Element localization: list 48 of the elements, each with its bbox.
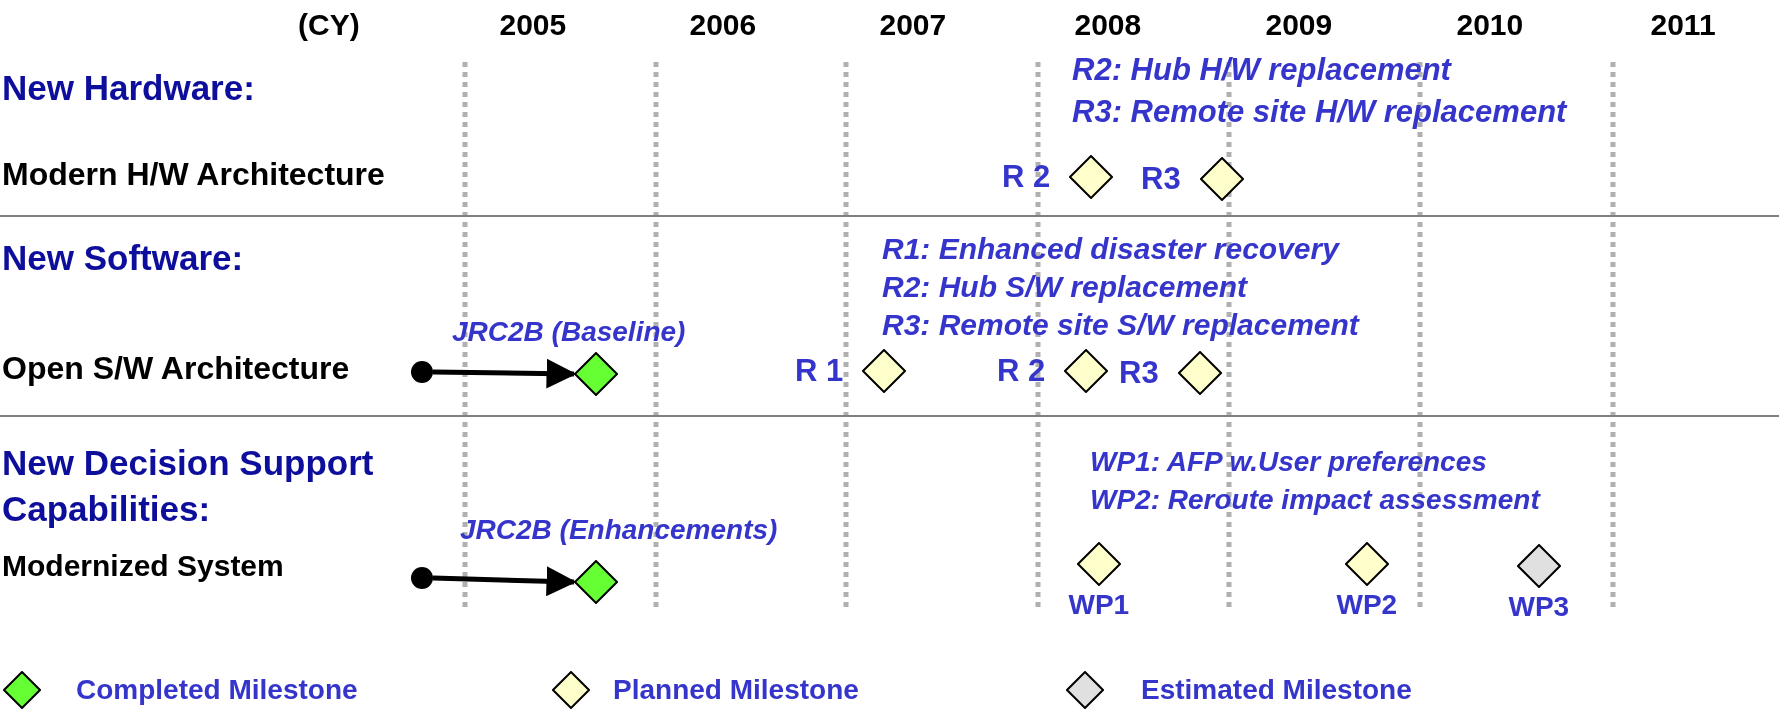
milestone-label: R3 xyxy=(1119,355,1159,391)
milestone-diamond xyxy=(1178,351,1222,395)
arrow xyxy=(432,358,577,389)
column-header: 2009 xyxy=(1265,8,1333,43)
edge-label: JRC2B (Enhancements) xyxy=(460,514,778,547)
milestone-diamond xyxy=(1200,157,1244,201)
section-heading: New Decision Support Capabilities: xyxy=(2,442,375,530)
milestone-label: R 1 xyxy=(795,353,844,389)
column-header: 2008 xyxy=(1074,8,1142,43)
column-header: (CY) xyxy=(298,8,360,43)
column-header: 2010 xyxy=(1456,8,1524,43)
milestone-diamond xyxy=(1345,542,1389,586)
milestone-label: R3 xyxy=(1141,161,1181,197)
milestone-note: WP2: Reroute impact assessment xyxy=(1090,484,1540,517)
milestone-note: R2: Hub S/W replacement xyxy=(882,270,1248,305)
row-label: Modernized System xyxy=(2,549,284,584)
arrow xyxy=(432,566,577,597)
milestone-note: WP1: AFP w.User preferences xyxy=(1090,446,1487,479)
milestone-label: R 2 xyxy=(1002,159,1051,195)
start-dot xyxy=(411,567,433,589)
section-heading: New Hardware: xyxy=(2,68,255,109)
column-header: 2005 xyxy=(499,8,567,43)
milestone-diamond xyxy=(574,560,618,604)
row-label: Modern H/W Architecture xyxy=(2,156,385,193)
milestone-note: R2: Hub H/W replacement xyxy=(1072,52,1451,88)
milestone-label: R 2 xyxy=(997,353,1046,389)
start-dot xyxy=(411,361,433,383)
legend-label: Estimated Milestone xyxy=(1141,674,1412,707)
milestone-diamond xyxy=(574,352,618,396)
milestone-diamond xyxy=(862,349,906,393)
milestone-diamond xyxy=(1069,155,1113,199)
milestone-diamond xyxy=(1077,542,1121,586)
section-heading: New Software: xyxy=(2,238,244,279)
milestone-note: R1: Enhanced disaster recovery xyxy=(882,232,1339,267)
milestone-diamond xyxy=(1064,349,1108,393)
column-header: 2006 xyxy=(689,8,757,43)
legend-label: Completed Milestone xyxy=(76,674,358,707)
milestone-label: WP2 xyxy=(1336,589,1398,622)
milestone-label: WP1 xyxy=(1068,589,1130,622)
legend-label: Planned Milestone xyxy=(613,674,859,707)
edge-label: JRC2B (Baseline) xyxy=(452,316,686,349)
milestone-diamond xyxy=(1517,544,1561,588)
row-label: Open S/W Architecture xyxy=(2,350,350,387)
milestone-note: R3: Remote site H/W replacement xyxy=(1072,94,1567,130)
milestone-note: R3: Remote site S/W replacement xyxy=(882,308,1359,343)
column-header: 2007 xyxy=(879,8,947,43)
milestone-label: WP3 xyxy=(1508,591,1570,624)
column-header: 2011 xyxy=(1650,8,1716,43)
